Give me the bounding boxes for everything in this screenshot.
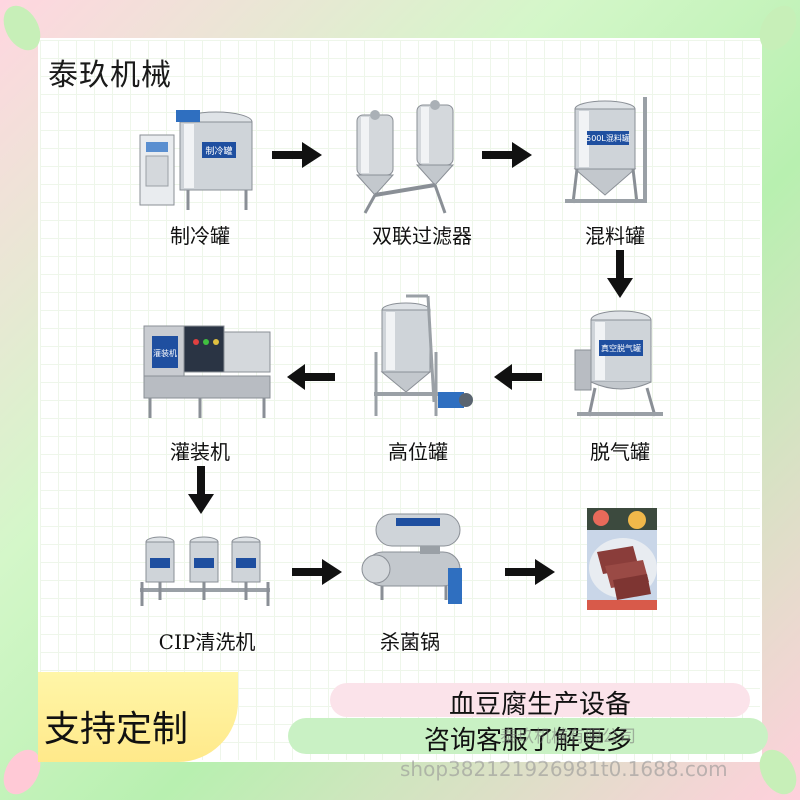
mixing-tank-image: 500L混料罐 <box>565 95 665 210</box>
custom-badge-text: 支持定制 <box>44 709 189 750</box>
watermark-company: 泰玖机械有限公司 <box>500 727 636 747</box>
corner-leaf-icon <box>759 749 797 795</box>
filling-machine-text: 灌装机 <box>153 348 177 358</box>
degassing-tank-text: 真空脱气罐 <box>601 343 641 353</box>
label-refrigeration-tank: 制冷罐 <box>170 224 230 248</box>
corner-leaf-icon <box>759 5 797 51</box>
cip-washer-image <box>138 530 273 610</box>
label-sterilizer: 杀菌锅 <box>380 630 440 654</box>
filling-machine-image: 灌装机 <box>140 318 275 423</box>
custom-badge-background <box>38 672 238 762</box>
watermark-url: shop382121926981t0.1688.com <box>400 757 728 781</box>
arrow-icon <box>492 362 544 392</box>
duplex-filter-image <box>345 95 465 215</box>
mixing-tank-text: 500L混料罐 <box>586 133 630 143</box>
arrow-icon <box>505 557 557 587</box>
degassing-tank-image: 真空脱气罐 <box>573 300 668 420</box>
blood-tofu-photo <box>587 508 657 610</box>
arrow-icon <box>292 557 344 587</box>
arrow-icon <box>272 140 324 170</box>
consult-pill <box>288 718 768 754</box>
refrigeration-tank-image: 制冷罐 <box>138 100 258 215</box>
corner-leaf-icon <box>3 5 41 51</box>
corner-leaf-icon <box>3 749 41 795</box>
label-duplex-filter: 双联过滤器 <box>372 224 472 248</box>
product-line-title: 血豆腐生产设备 <box>448 690 631 720</box>
arrow-icon <box>482 140 534 170</box>
label-degassing-tank: 脱气罐 <box>590 440 650 464</box>
arrow-icon <box>186 466 216 516</box>
label-cip-washer: CIP清洗机 <box>158 630 256 654</box>
refrigeration-tank-text: 制冷罐 <box>205 145 232 157</box>
label-mixing-tank: 混料罐 <box>585 224 645 248</box>
label-filling-machine: 灌装机 <box>170 440 230 464</box>
label-high-tank: 高位罐 <box>388 440 448 464</box>
high-tank-image <box>368 292 478 422</box>
brand-title: 泰玖机械 <box>48 58 172 93</box>
consult-text: 咨询客服了解更多 <box>423 726 632 756</box>
sterilizer-image <box>360 508 475 608</box>
arrow-icon <box>605 250 635 300</box>
arrow-icon <box>285 362 337 392</box>
product-line-pill <box>330 683 750 717</box>
